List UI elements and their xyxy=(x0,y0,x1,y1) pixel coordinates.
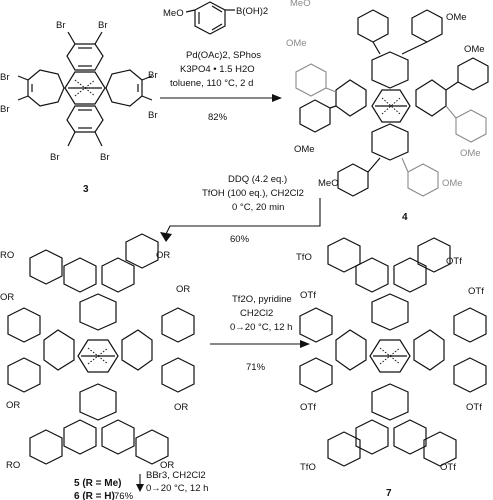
ome-label: OMe xyxy=(464,44,485,55)
ome-label: OMe xyxy=(294,144,315,155)
compound-3-structure: Br Br Br Br Br Br Br Br xyxy=(0,20,158,163)
step4-conditions: 0→20 °C, 12 h xyxy=(146,483,208,494)
step4-reagent: BBr3, CH2Cl2 xyxy=(146,470,206,481)
br-label: Br xyxy=(148,110,158,121)
otf-label: OTf xyxy=(468,286,484,297)
br-label: Br xyxy=(100,152,110,163)
br-label: Br xyxy=(0,104,10,115)
ome-label: OMe xyxy=(460,148,481,159)
ome-label: OMe xyxy=(442,178,463,189)
br-label: Br xyxy=(98,20,108,31)
boronic-acid-label: B(OH)2 xyxy=(236,6,268,17)
arrowhead-1 xyxy=(272,94,282,102)
otf-label: OTf xyxy=(300,290,316,301)
step2-acid: TfOH (100 eq.), CH2Cl2 xyxy=(202,188,304,199)
ome-label: OMe xyxy=(286,38,307,49)
otf-label: OTf xyxy=(466,402,482,413)
compound-4-structure: MeO OMe OMe OMe OMe OMe MeO OMe xyxy=(286,0,489,197)
arrowhead-3 xyxy=(300,340,310,348)
otf-label: TfO xyxy=(300,462,316,473)
step2-temperature: 0 °C, 20 min xyxy=(232,202,284,213)
reaction-arrow-2 xyxy=(165,198,321,235)
step3-temperature: 0→20 °C, 12 h xyxy=(230,322,292,333)
compound-3-label: 3 xyxy=(83,184,89,195)
otf-label: OTf xyxy=(446,256,462,267)
step3-solvent: CH2Cl2 xyxy=(240,308,273,319)
arrowhead-4 xyxy=(136,484,144,492)
step3-reagent: Tf2O, pyridine xyxy=(232,294,292,305)
br-label: Br xyxy=(50,152,60,163)
ome-label: OMe xyxy=(446,12,467,23)
or-label: OR xyxy=(6,400,20,411)
compound-5-label: 5 (R = Me) xyxy=(74,478,122,489)
boronic-acid-reagent: MeO B(OH)2 xyxy=(163,1,268,35)
ome-label: MeO xyxy=(290,0,311,9)
compound-7-label: 7 xyxy=(386,488,392,499)
br-label: Br xyxy=(56,20,66,31)
otf-label: OTf xyxy=(440,462,456,473)
or-label: OR xyxy=(176,284,190,295)
step2-yield: 60% xyxy=(230,234,250,245)
otf-label: OTf xyxy=(300,402,316,413)
or-label: RO xyxy=(0,250,14,261)
or-label: OR xyxy=(156,250,170,261)
br-label: Br xyxy=(0,72,10,83)
step1-yield: 82% xyxy=(208,112,228,123)
compound-5-6-structure: RO OR OR OR OR OR RO OR xyxy=(0,233,195,471)
step3-yield: 71% xyxy=(246,362,266,373)
step2-oxidant: DDQ (4.2 eq.) xyxy=(228,174,287,185)
step1-catalyst: Pd(OAc)2, SPhos xyxy=(186,50,261,61)
or-label: RO xyxy=(6,460,20,471)
compound-7-structure: TfO OTf OTf OTf OTf OTf TfO OTf xyxy=(296,237,487,473)
methoxy-label: MeO xyxy=(163,8,184,19)
step4-yield: 76% xyxy=(114,491,134,500)
otf-label: TfO xyxy=(296,252,312,263)
step1-solvent: toluene, 110 °C, 2 d xyxy=(170,78,253,89)
br-label: Br xyxy=(148,70,158,81)
or-label: OR xyxy=(0,292,14,303)
meo-label: MeO xyxy=(318,178,339,189)
step1-base: K3PO4 • 1.5 H2O xyxy=(180,64,255,75)
or-label: OR xyxy=(174,402,188,413)
or-label: OR xyxy=(160,460,174,471)
compound-6-label: 6 (R = H) xyxy=(74,491,115,500)
arrowhead-2 xyxy=(160,232,172,242)
compound-4-label: 4 xyxy=(402,212,408,223)
